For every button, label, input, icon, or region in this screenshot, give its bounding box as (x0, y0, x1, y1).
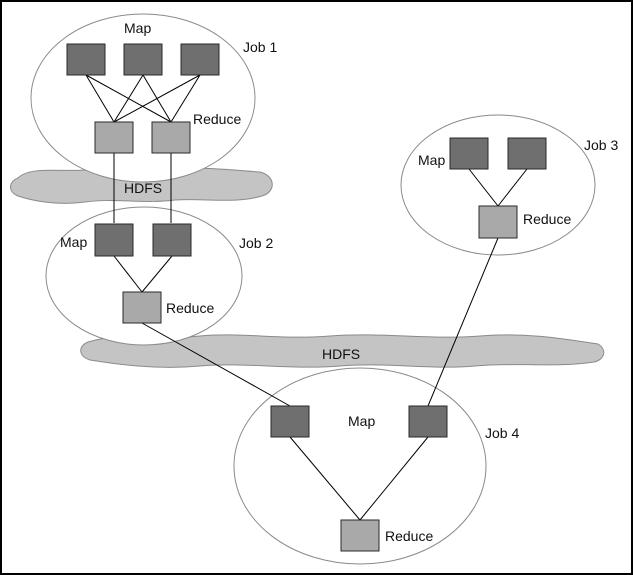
hdfs-label-bottom: HDFS (322, 346, 360, 362)
job2-map-task-2 (152, 223, 192, 257)
job3-label: Job 3 (584, 137, 618, 153)
job1-connections (85, 74, 201, 123)
hdfs-cloud-bottom (80, 334, 605, 368)
job1-map-task-2 (123, 43, 163, 76)
job1-map-task-3 (180, 43, 220, 76)
job4-map-task-1 (270, 405, 310, 438)
job3-map-task-2 (507, 137, 547, 170)
job2-reduce-label: Reduce (166, 300, 214, 316)
job3-reduce-label: Reduce (523, 211, 571, 227)
job4-map-task-2 (408, 405, 448, 438)
job1-map-task-1 (66, 43, 106, 76)
job3-map-task-1 (449, 137, 489, 170)
job1-reduce-label: Reduce (193, 111, 241, 127)
job3-reduce-task (478, 205, 518, 239)
job4-connections (289, 436, 429, 521)
job2-job3-to-job4-links (141, 237, 499, 407)
job2-connections (113, 255, 173, 293)
job1-label: Job 1 (243, 39, 277, 55)
job2-reduce-task (122, 291, 162, 324)
job1-reduce-task-2 (151, 121, 191, 154)
job3-connections (468, 168, 528, 207)
job2-map-label: Map (60, 234, 87, 250)
job4-reduce-task (340, 519, 380, 552)
job1-outline (30, 13, 256, 183)
hdfs-label-top: HDFS (124, 180, 162, 196)
job4-label: Job 4 (485, 425, 519, 441)
job4-map-label: Map (348, 413, 375, 429)
job2-map-task-1 (94, 223, 134, 257)
job1-map-label: Map (124, 20, 151, 36)
job1-reduce-task-1 (94, 121, 134, 154)
job3-map-label: Map (418, 152, 445, 168)
job2-label: Job 2 (239, 235, 273, 251)
job1-to-job2-links (113, 153, 172, 223)
job4-reduce-label: Reduce (385, 528, 433, 544)
